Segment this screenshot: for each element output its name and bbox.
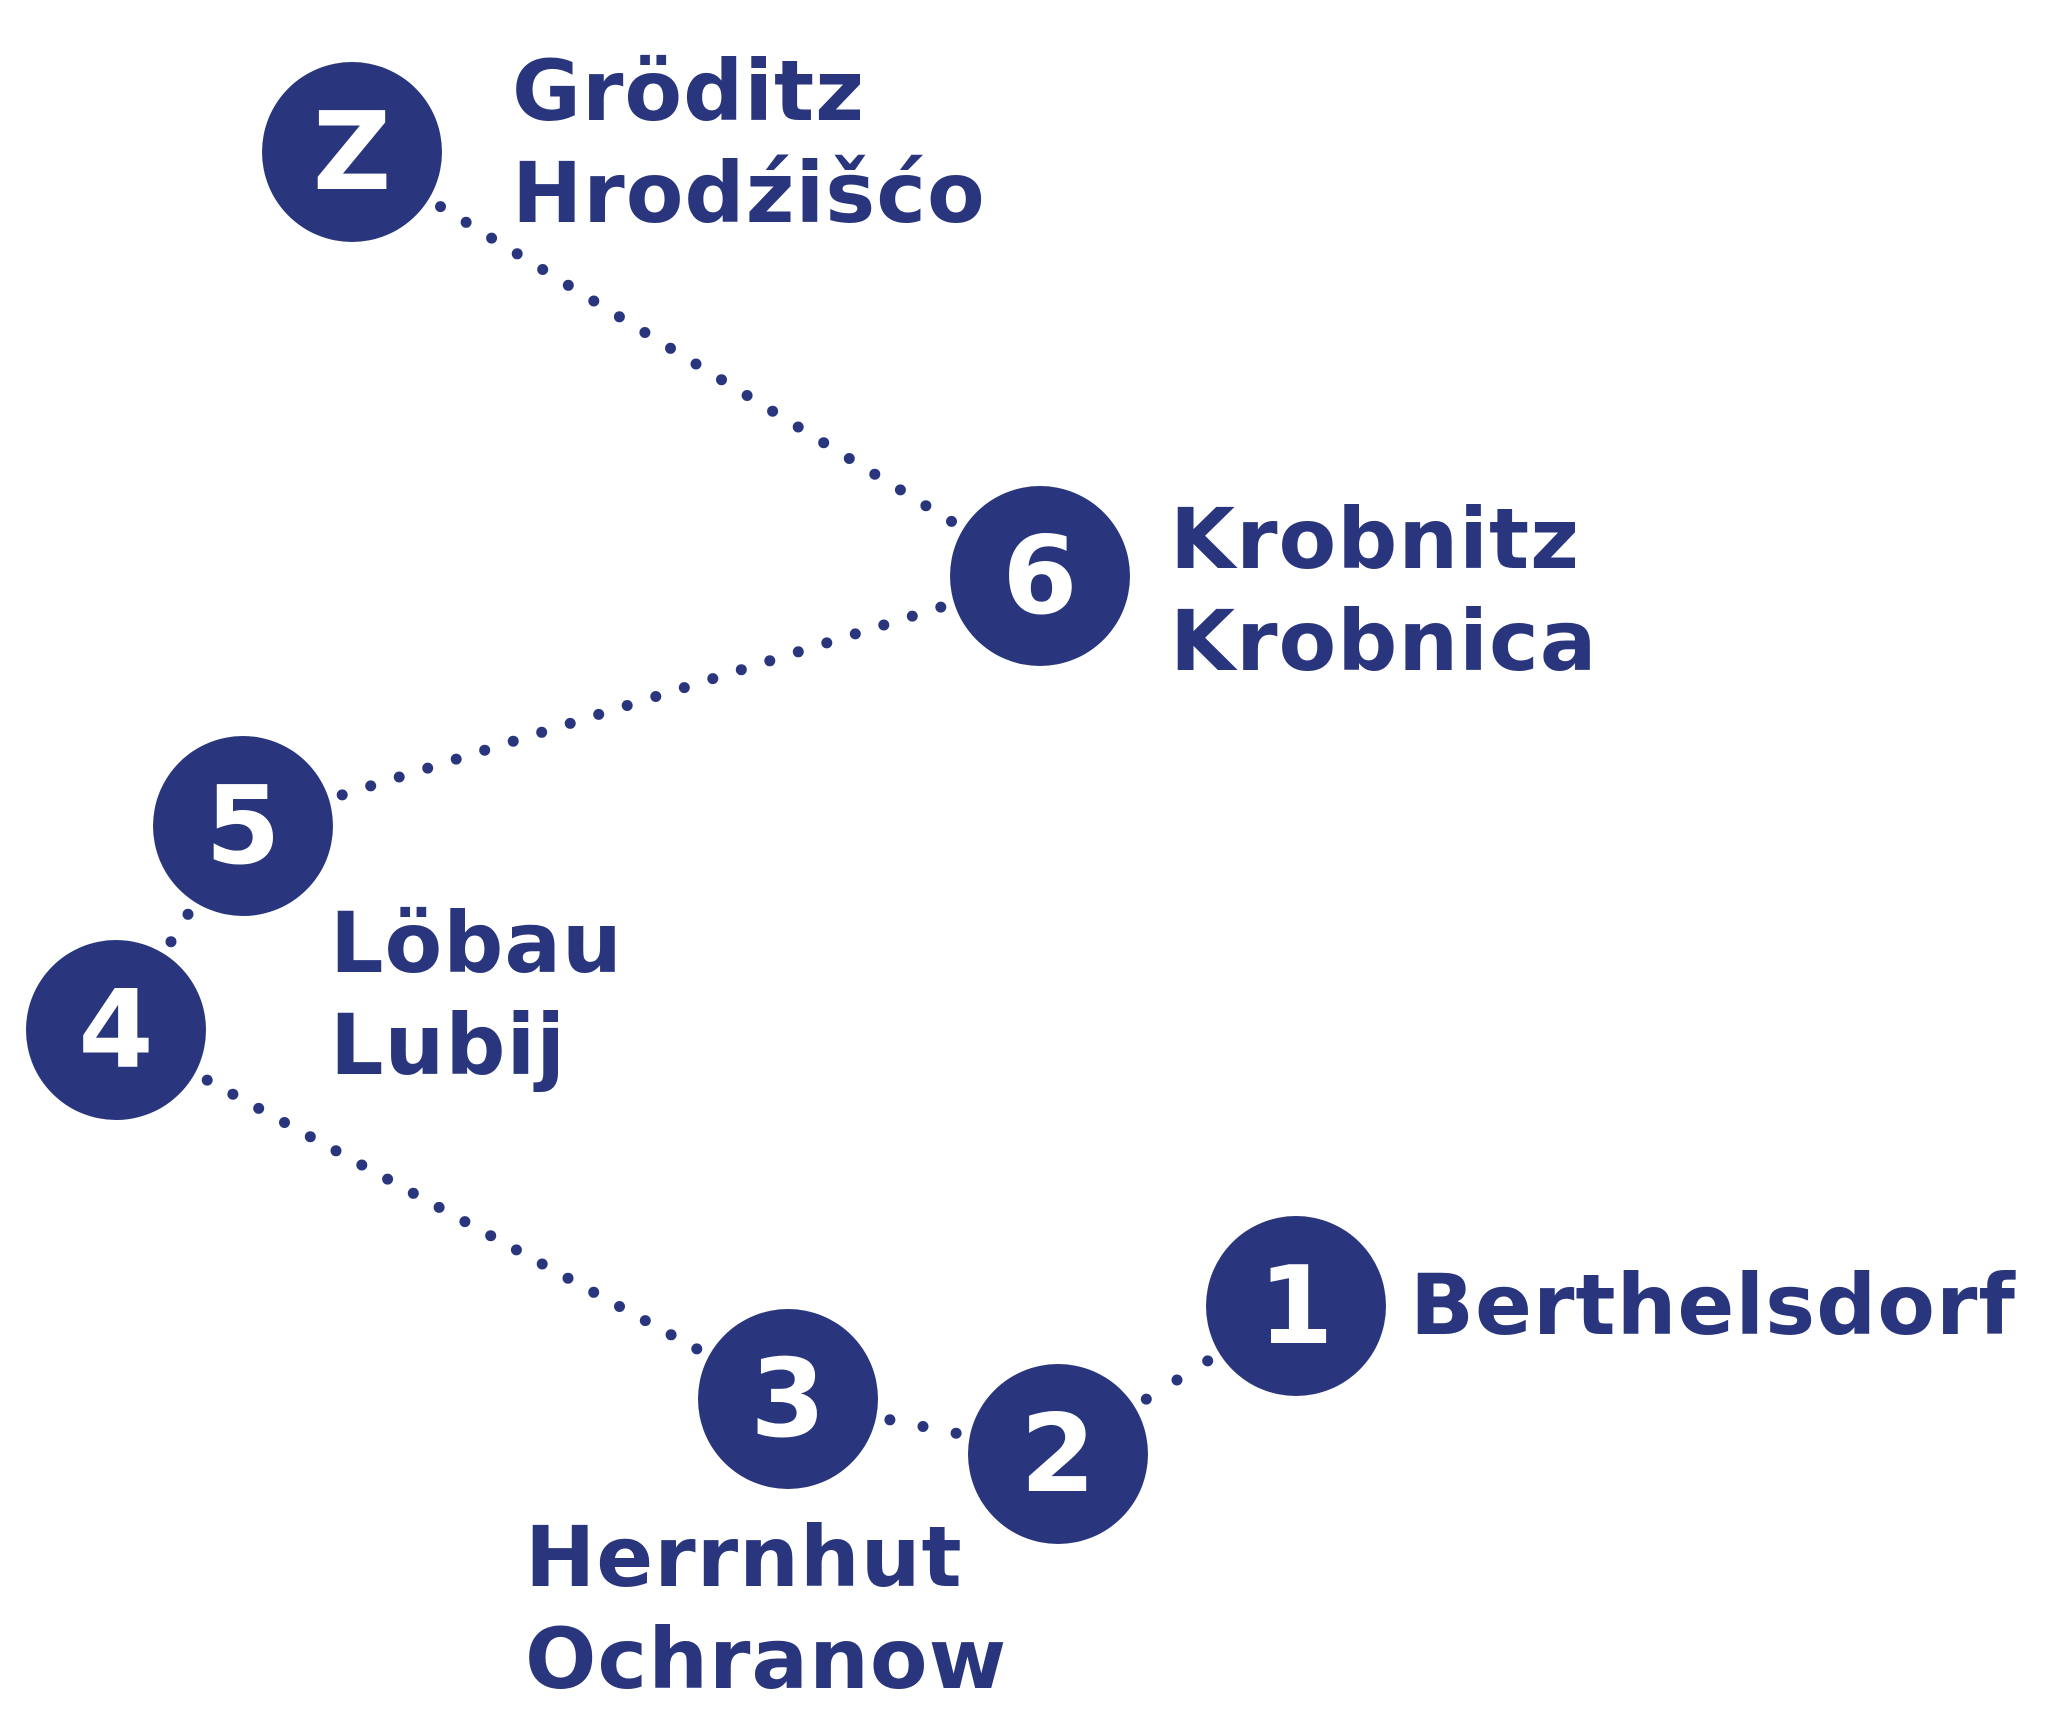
route-dot (460, 216, 472, 228)
route-dot (792, 421, 804, 433)
route-dot (920, 500, 932, 512)
stop-label-loebau: Löbau Lubij (330, 892, 623, 1096)
route-dot (507, 735, 519, 747)
route-dot (485, 1230, 497, 1242)
route-dot (950, 1427, 962, 1439)
route-dot (588, 295, 600, 307)
route-dot (707, 673, 719, 685)
route-dot (165, 936, 177, 948)
route-dot (935, 601, 947, 613)
route-dot (227, 1088, 239, 1100)
route-dot (356, 1159, 368, 1171)
route-dot (393, 771, 405, 783)
route-dot (201, 1074, 213, 1086)
route-dot (562, 1272, 574, 1284)
route-dot (716, 374, 727, 386)
route-dot (878, 619, 890, 631)
route-dot (510, 1244, 522, 1256)
stop-marker-2: 2 (968, 1364, 1148, 1544)
route-dot (330, 1145, 342, 1157)
stop-marker-1: 1 (1206, 1216, 1386, 1396)
route-dot (678, 682, 690, 694)
route-dot (304, 1131, 316, 1143)
stop-name-sorbian: Ochranow (525, 1610, 1008, 1708)
stop-label-berthelsdorf: Berthelsdorf (1410, 1254, 2016, 1356)
route-dot (253, 1102, 265, 1114)
route-dot (741, 390, 753, 401)
route-dot (336, 789, 348, 801)
route-dot (767, 405, 779, 417)
stop-name-german: Herrnhut (525, 1508, 963, 1606)
route-dot (639, 327, 651, 338)
route-dot (422, 762, 434, 774)
route-dot (459, 1216, 471, 1228)
route-dot (665, 1329, 677, 1341)
stop-name-german: Gröditz (512, 42, 866, 140)
route-dot (906, 610, 918, 622)
route-dot (450, 753, 462, 765)
route-dot (650, 691, 662, 702)
stop-marker-z: Z (262, 62, 442, 242)
route-dot (365, 780, 377, 792)
route-dot (182, 908, 194, 920)
stop-name-german: Löbau (330, 894, 623, 992)
stop-label-krobnitz: Krobnitz Krobnica (1170, 488, 1597, 692)
route-dot (479, 744, 491, 756)
route-dot (849, 628, 861, 640)
route-dot (690, 358, 702, 370)
stop-marker-6: 6 (950, 486, 1130, 666)
route-dot (564, 717, 576, 729)
route-dot (536, 726, 548, 738)
route-dot (407, 1187, 419, 1199)
route-dot (792, 646, 804, 658)
stop-name-german: Krobnitz (1170, 490, 1580, 588)
route-dot (536, 1258, 548, 1270)
route-dot (869, 468, 881, 480)
route-dot (884, 1414, 896, 1426)
route-dot (639, 1315, 651, 1327)
route-dot (613, 311, 625, 323)
route-dot (562, 279, 574, 291)
stop-marker-5: 5 (153, 736, 333, 916)
route-dot (593, 708, 605, 720)
route-dot (1140, 1393, 1152, 1405)
route-dot (279, 1117, 290, 1128)
stop-name-sorbian: Hrodźišćo (512, 144, 986, 242)
stop-marker-3: 3 (698, 1309, 878, 1489)
stop-label-groeditz: Gröditz Hrodźišćo (512, 40, 986, 244)
route-dot (1202, 1355, 1214, 1367)
route-dot (691, 1343, 703, 1355)
route-dot (382, 1173, 394, 1185)
route-dot (511, 248, 523, 260)
route-dot (588, 1286, 600, 1298)
route-dot (665, 342, 676, 354)
route-dot (946, 515, 957, 527)
route-dot (917, 1421, 929, 1432)
route-dot (894, 484, 906, 496)
route-dot (614, 1301, 625, 1312)
route-dot (435, 201, 446, 213)
route-dot (537, 264, 549, 275)
route-dot (486, 232, 498, 244)
route-dot (1171, 1374, 1183, 1386)
stop-name-german: Berthelsdorf (1410, 1256, 2016, 1354)
route-dot (821, 637, 833, 649)
route-dot (735, 664, 747, 676)
route-dot (818, 437, 830, 449)
route-dot (433, 1201, 445, 1213)
stop-name-sorbian: Krobnica (1170, 592, 1598, 690)
route-dot (621, 700, 633, 711)
route-dot (843, 453, 855, 464)
stop-label-herrnhut: Herrnhut Ochranow (525, 1506, 1007, 1710)
stop-marker-4: 4 (26, 940, 206, 1120)
route-dot (764, 655, 776, 667)
stop-name-sorbian: Lubij (330, 996, 567, 1094)
